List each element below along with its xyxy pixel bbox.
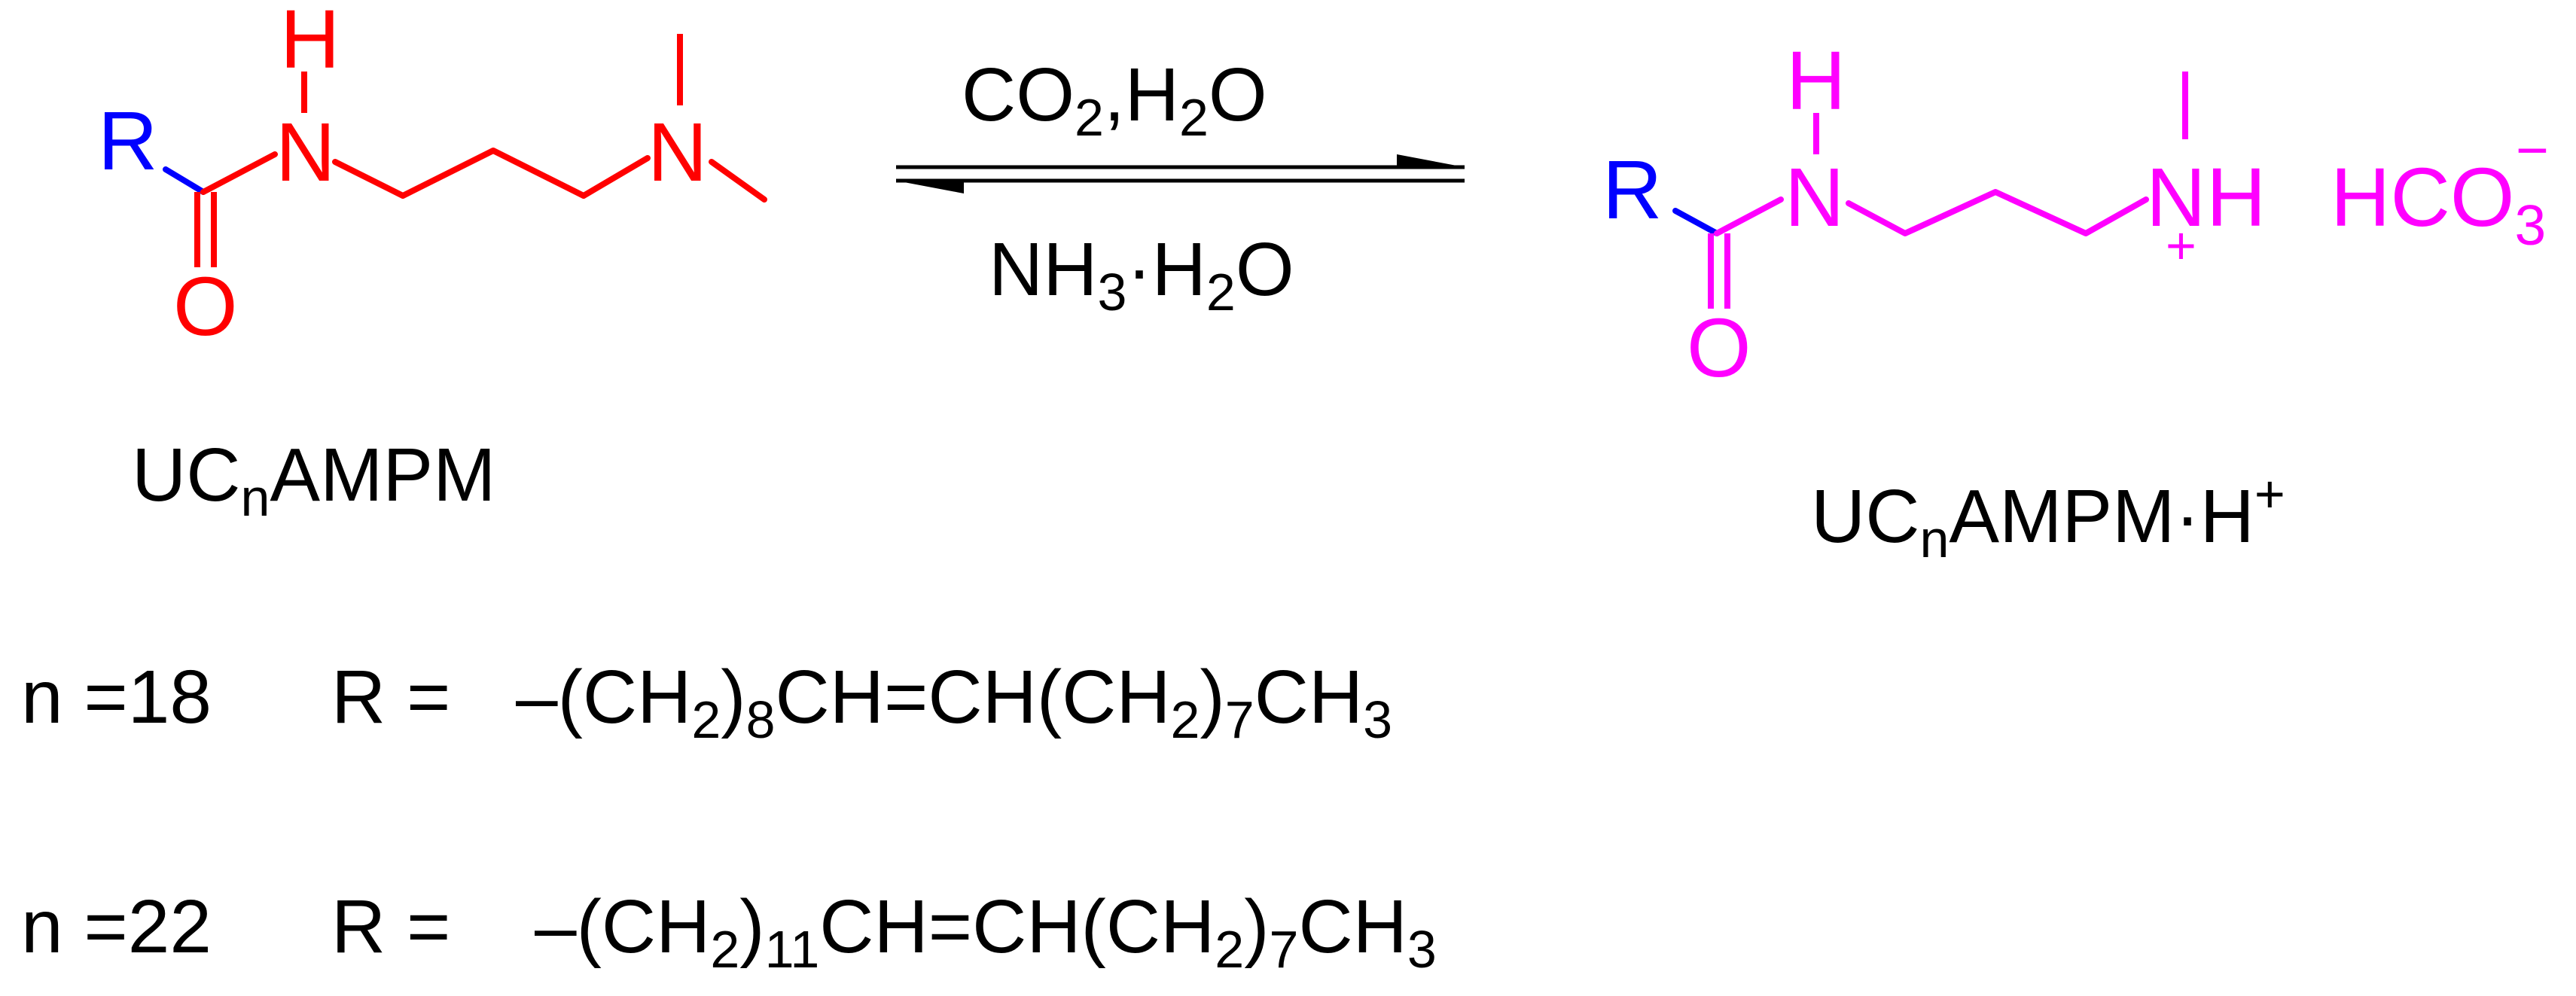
reactant-atom-n-amide: N	[276, 106, 335, 199]
bond-r-carbonyl	[1672, 208, 1720, 236]
reverse-arrow-head	[896, 181, 964, 193]
product-label: UCnAMPM·H+	[1811, 464, 2285, 568]
forward-arrow-head	[1397, 154, 1465, 167]
variant-n18-formula: –(CH2)8CH=CH(CH2)7CH3	[516, 655, 1392, 749]
equilibrium-arrows	[896, 154, 1465, 193]
product-atom-h: H	[1786, 35, 1846, 127]
variant-n22-formula: –(CH2)11CH=CH(CH2)7CH3	[535, 885, 1437, 979]
product-atom-o: O	[1687, 302, 1751, 394]
variant-n18-r-label: R =	[331, 655, 450, 739]
forward-reagents: CO2,H2O	[962, 53, 1267, 147]
propyl-chain	[1846, 189, 2149, 236]
product-charge-plus: +	[2166, 216, 2196, 275]
product-structure: R H N O N H + HCO3−	[1602, 35, 2549, 394]
bond-n-methyl-right	[709, 159, 767, 203]
reactant-atom-o: O	[173, 260, 238, 353]
product-atom-n-amine: N	[2146, 151, 2206, 244]
product-atom-r: R	[1602, 144, 1662, 236]
reactant-atom-h: H	[280, 0, 340, 86]
bicarbonate-ion: HCO3−	[2331, 118, 2549, 257]
reactant-atom-r: R	[98, 95, 157, 187]
reactant-structure: R H N O N	[98, 0, 767, 353]
reverse-reagents: NH3·H2O	[989, 227, 1294, 321]
product-atom-h-amine: H	[2206, 151, 2266, 244]
variant-n18-label: n =18	[21, 655, 212, 739]
product-atom-n-amide: N	[1785, 151, 1844, 244]
bond-carbonyl-nh	[1714, 196, 1784, 236]
bond-carbonyl-nh	[200, 151, 278, 195]
reactant-label: UCnAMPM	[132, 433, 495, 527]
propyl-chain	[332, 148, 651, 199]
variant-n22-r-label: R =	[331, 885, 450, 969]
variant-n22-label: n =22	[21, 885, 212, 969]
bond-r-carbonyl	[163, 166, 206, 195]
reactant-atom-n-amine: N	[648, 106, 707, 199]
